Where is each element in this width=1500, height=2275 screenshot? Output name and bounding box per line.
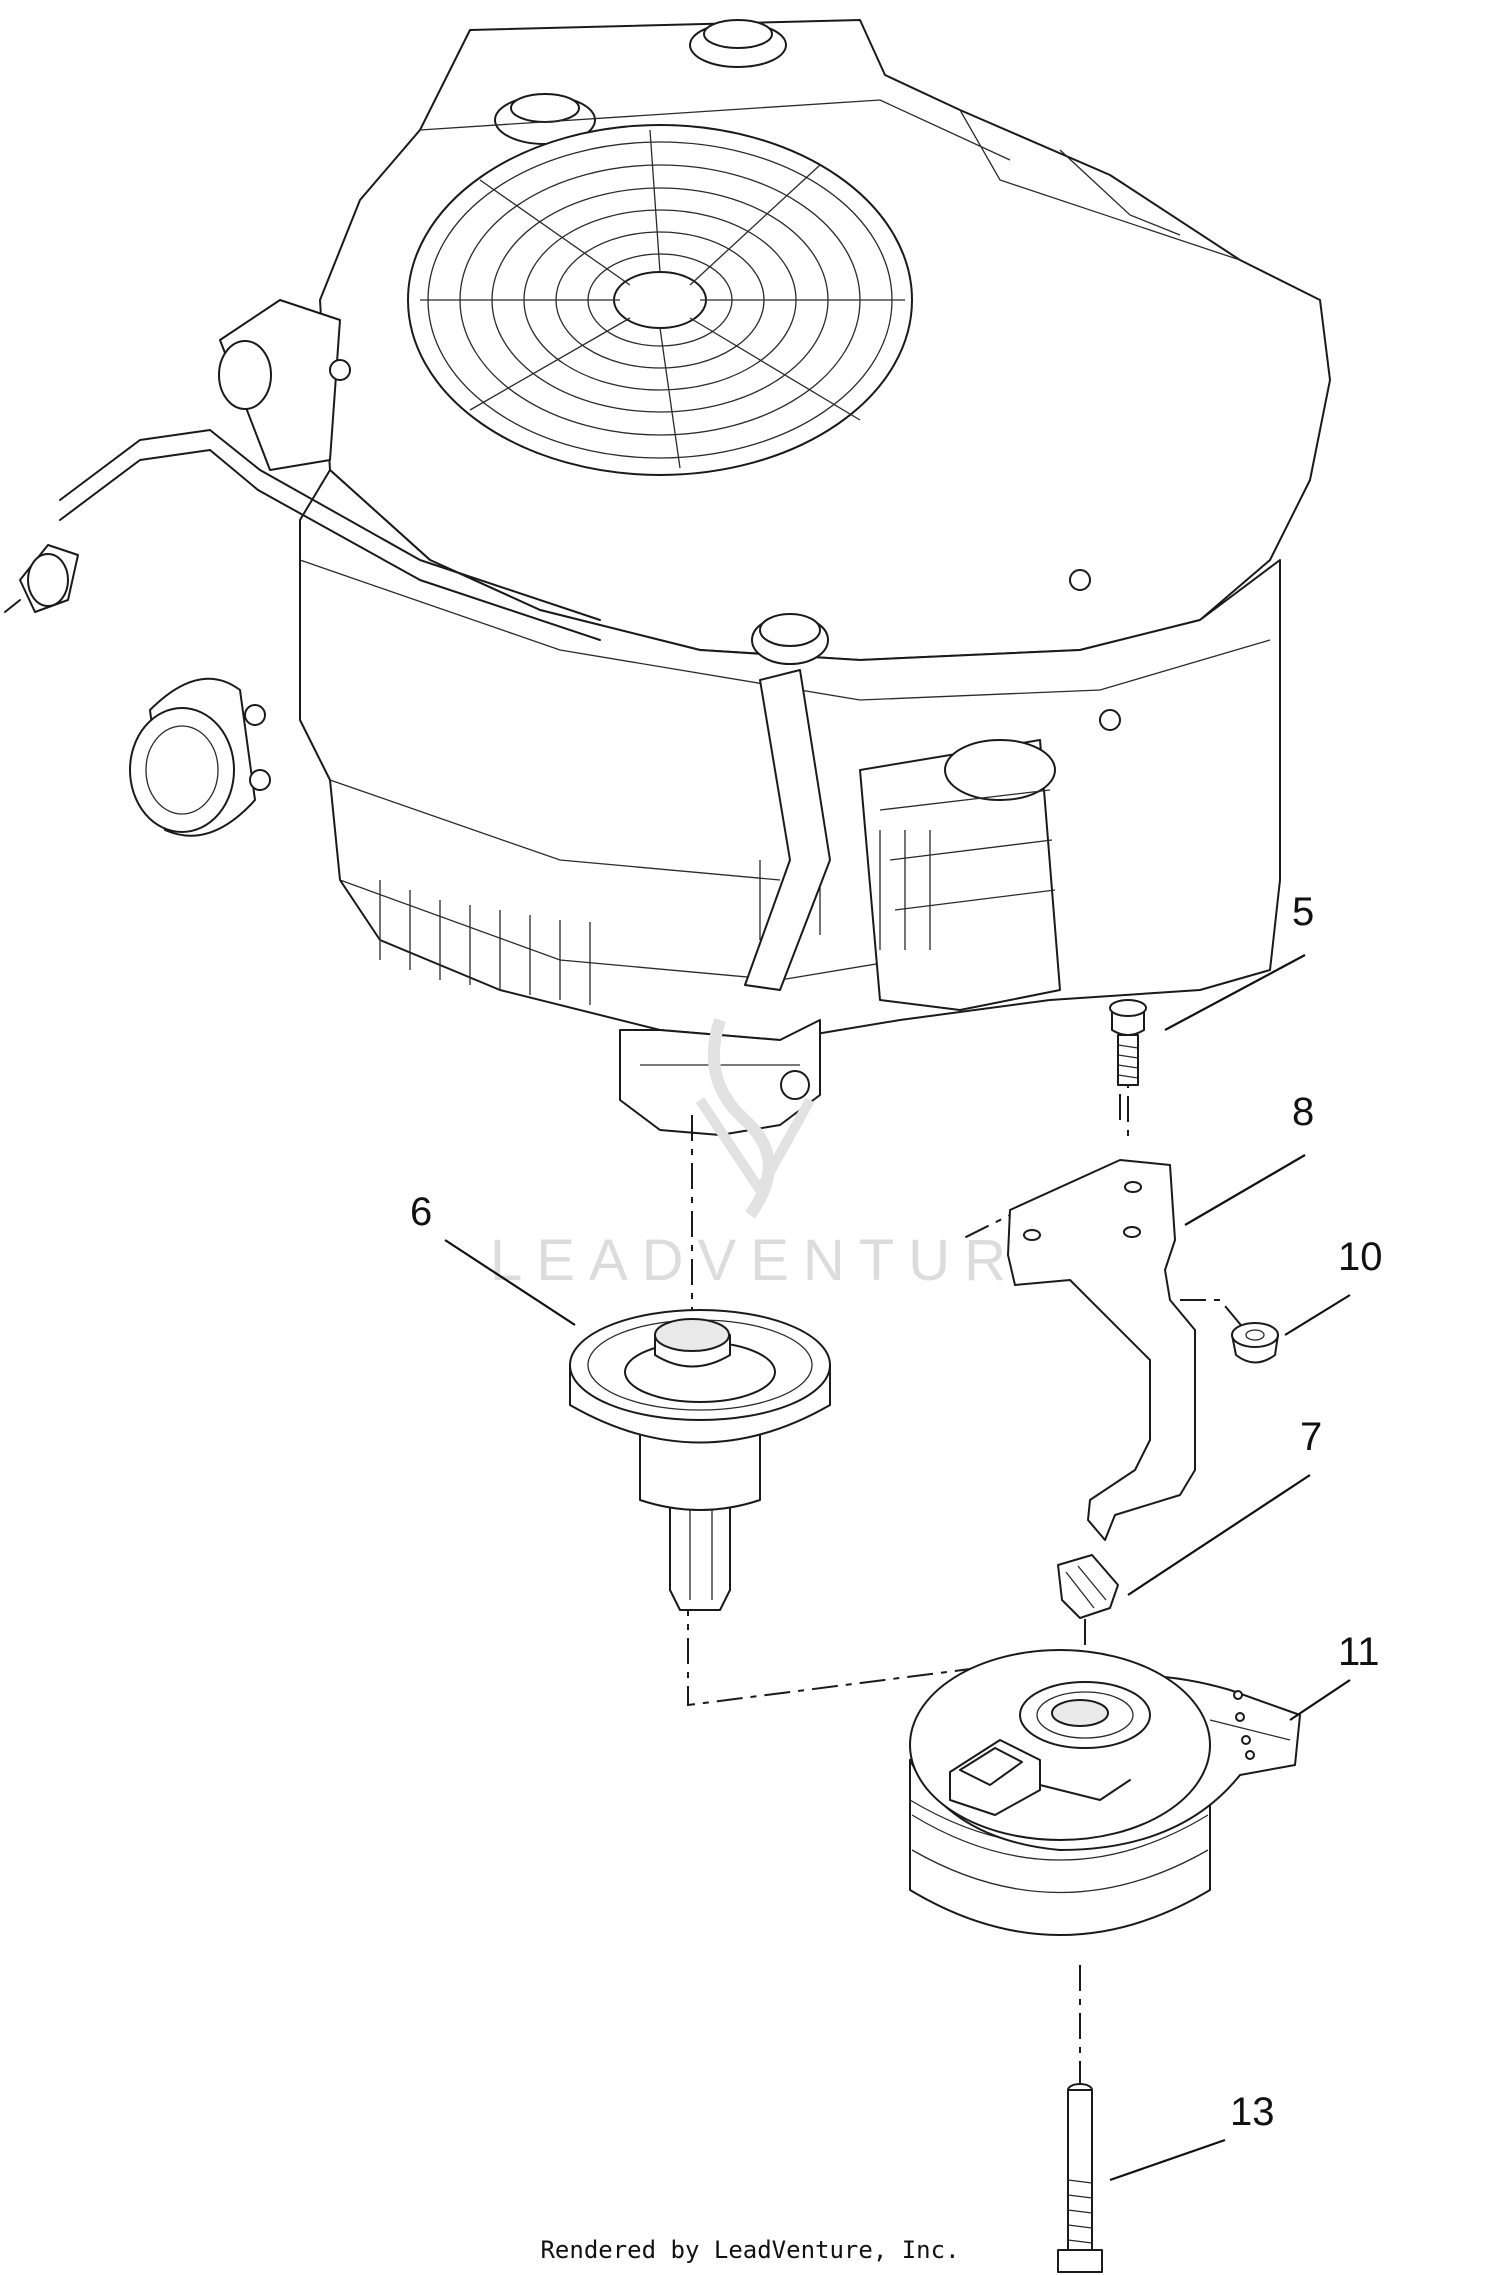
part-7-key [1057, 1554, 1119, 1619]
callout-7: 7 [1300, 1415, 1322, 1459]
watermark: LEADVENTURE [490, 1018, 1073, 1293]
part-8-bracket [1007, 1159, 1196, 1541]
callout-8: 8 [1292, 1090, 1314, 1134]
callout-6: 6 [410, 1190, 432, 1234]
render-credit: Rendered by LeadVenture, Inc. [540, 2236, 960, 2264]
watermark-text: LEADVENTURE [490, 1228, 1073, 1293]
callout-10: 10 [1338, 1235, 1383, 1279]
part-5-bolt [1109, 999, 1147, 1086]
starter-motor [859, 739, 1061, 1011]
callout-13: 13 [1230, 2090, 1275, 2134]
part-13-bolt [1057, 2083, 1103, 2273]
callout-5: 5 [1292, 890, 1314, 934]
flywheel-screen [407, 124, 913, 476]
fuel-filter [4, 544, 79, 613]
dipstick [744, 613, 831, 991]
engine [4, 19, 1331, 1136]
callouts: 5 8 10 6 7 11 13 [410, 890, 1383, 2182]
air-filter [129, 677, 256, 837]
part-6-pulley [569, 1309, 831, 1611]
callout-11: 11 [1338, 1630, 1380, 1674]
part-11-clutch [909, 1649, 1301, 1936]
part-10-nut [1231, 1322, 1279, 1364]
